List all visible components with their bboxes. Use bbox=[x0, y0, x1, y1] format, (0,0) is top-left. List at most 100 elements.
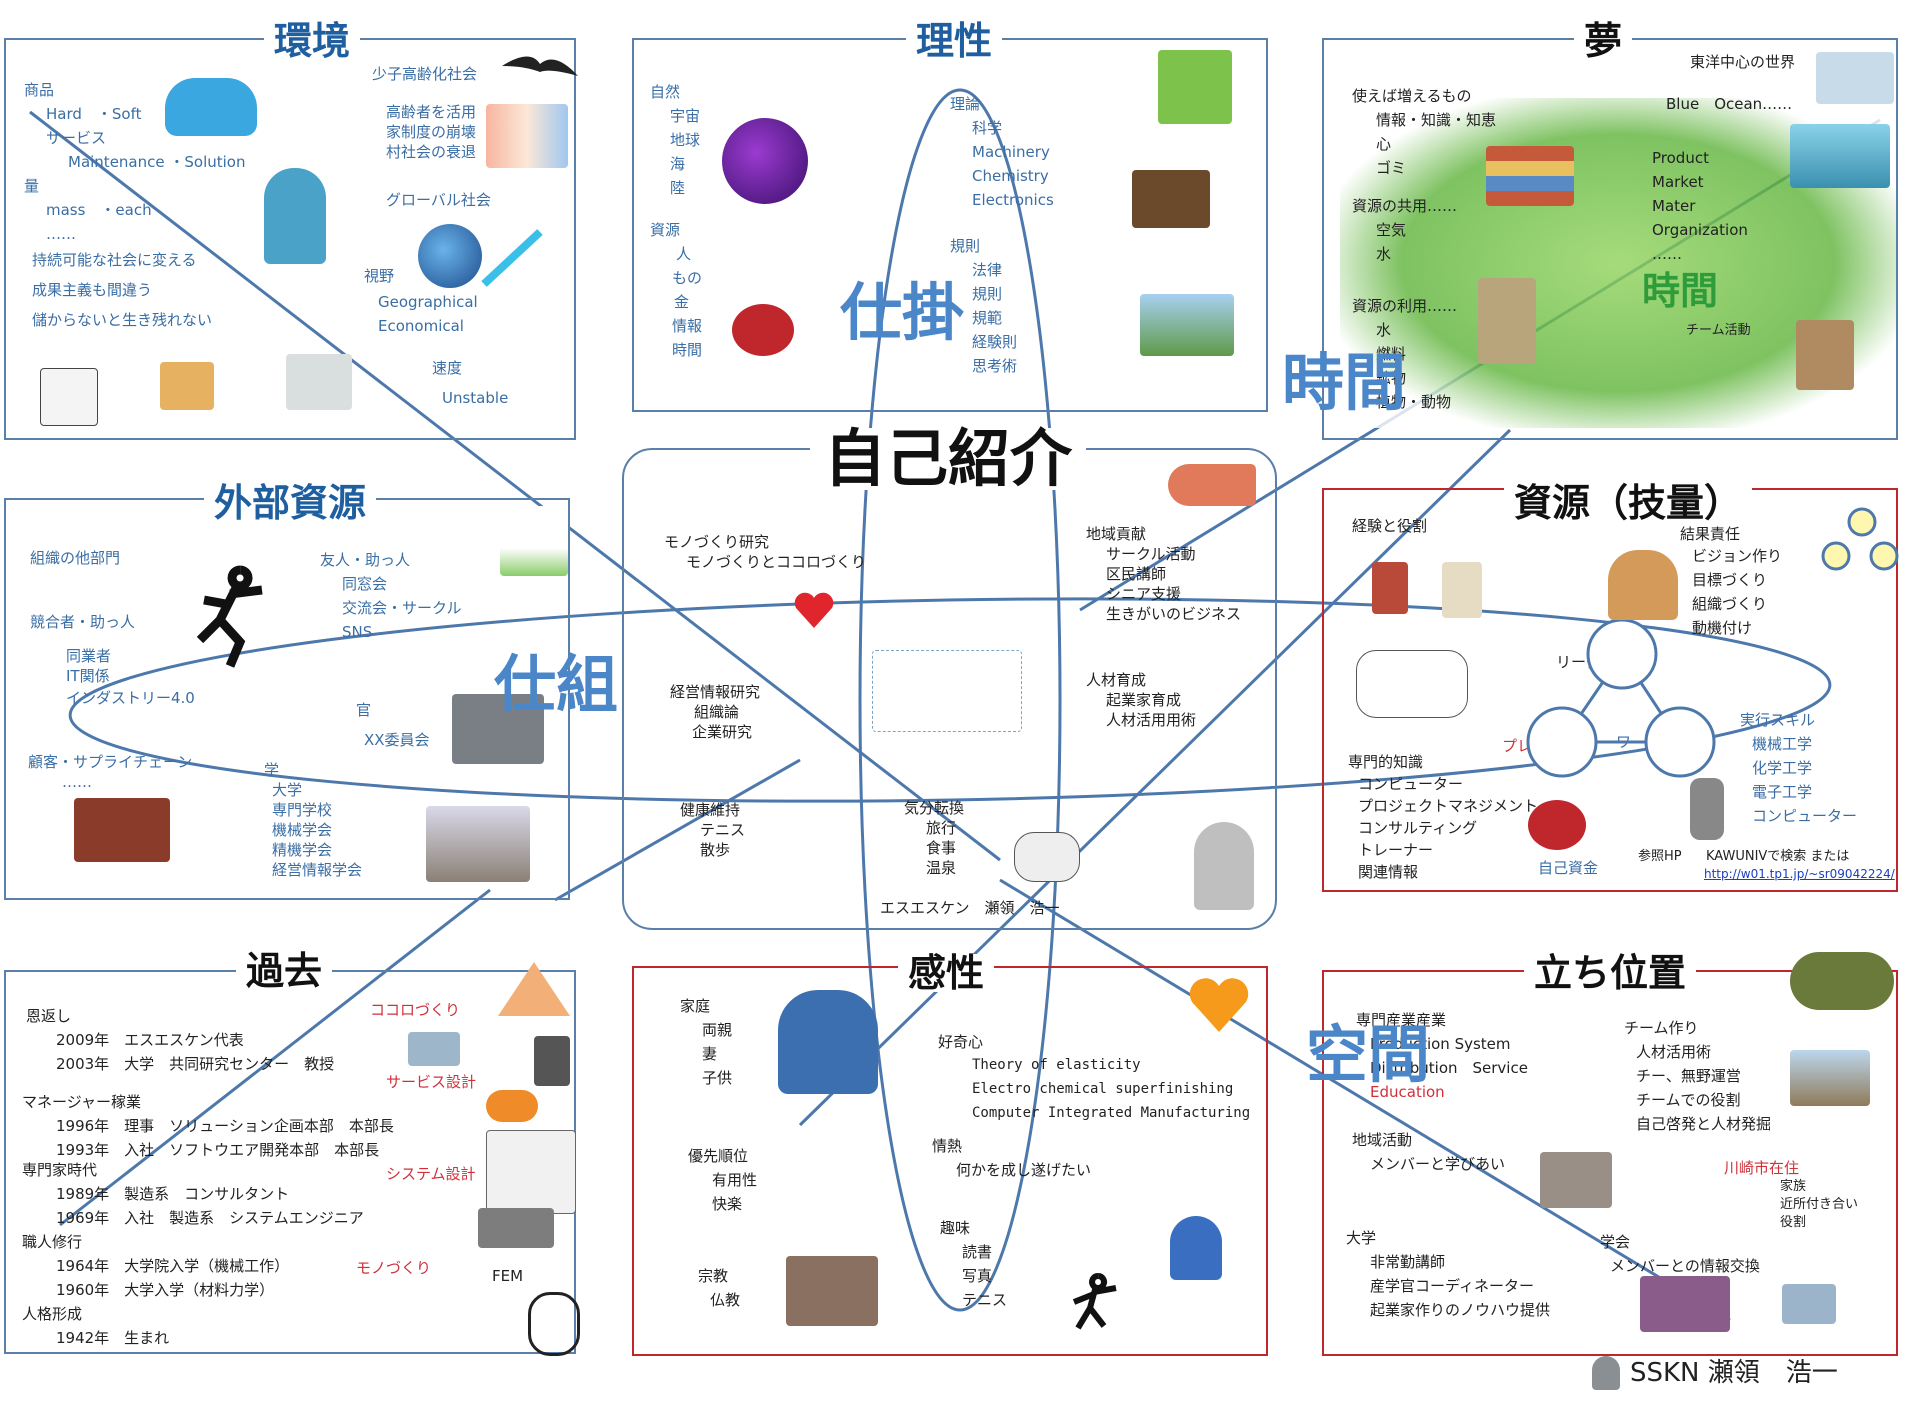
center-kibun-3: 温泉 bbox=[926, 859, 957, 877]
festival-photo-icon bbox=[1640, 1276, 1730, 1332]
kankyo-left-0: 商品 bbox=[24, 81, 55, 99]
yume-item-4: 心 bbox=[1376, 135, 1392, 153]
risei-right-7: 規則 bbox=[972, 285, 1003, 303]
yume-item-16: Mater bbox=[1652, 197, 1696, 215]
yume-item-18: …… bbox=[1652, 245, 1682, 263]
risei-left-6: 人 bbox=[676, 245, 692, 263]
gaibu-item-17: 精機学会 bbox=[272, 841, 333, 859]
yume-item-12: 鉱物 bbox=[1376, 369, 1407, 387]
kankyo-left-6: …… bbox=[46, 225, 76, 243]
kansei-item-13: 趣味 bbox=[940, 1219, 971, 1237]
center-kenko-2: 散歩 bbox=[700, 841, 731, 859]
center-chiiki-1: サークル活動 bbox=[1106, 545, 1196, 563]
center-kibun-0: 気分転換 bbox=[904, 799, 965, 817]
risei-right-6: 法律 bbox=[972, 261, 1003, 279]
kansei-item-17: 宗教 bbox=[698, 1267, 729, 1285]
campus-photo-icon bbox=[1132, 170, 1210, 228]
kako-label-0: ココロづくり bbox=[370, 1001, 461, 1019]
kankyo-left-7: 持続可能な社会に変える bbox=[32, 251, 197, 269]
panel-title-kankyo: 環境 bbox=[264, 22, 361, 60]
kansei-item-8: 情熱 bbox=[932, 1137, 963, 1155]
castle-photo-icon-2 bbox=[1782, 1284, 1836, 1324]
center-title: 自己紹介 bbox=[810, 428, 1087, 490]
kansei-item-4: 好奇心 bbox=[938, 1033, 984, 1051]
heart-icon-orange bbox=[1186, 974, 1252, 1034]
tachi-item-15: 大学 bbox=[1346, 1229, 1377, 1247]
risei-left-5: 資源 bbox=[650, 221, 681, 239]
kansei-item-11: 有用性 bbox=[712, 1171, 758, 1189]
kankyo-right-7: Economical bbox=[378, 317, 464, 335]
gaibu-item-4: SNS bbox=[342, 623, 373, 641]
kankyo-right-0: 少子高齢化社会 bbox=[372, 65, 478, 83]
risei-left-10: 時間 bbox=[672, 341, 703, 359]
panel-title-risei: 理性 bbox=[906, 22, 1003, 60]
tachi-item-8: 自己啓発と人材発掘 bbox=[1636, 1115, 1772, 1133]
presenter-icon bbox=[1194, 822, 1254, 910]
shigen-item-15: 実行スキル bbox=[1740, 711, 1816, 729]
kankyo-right-5: 視野 bbox=[364, 267, 395, 285]
kansei-item-16: テニス bbox=[962, 1291, 1008, 1309]
shigen-item-21: 参照HP bbox=[1638, 849, 1682, 864]
yume-item-3: 情報・知識・知恵 bbox=[1376, 111, 1497, 129]
kankyo-right-3: 村社会の衰退 bbox=[386, 143, 477, 161]
rocket-icon bbox=[480, 228, 544, 288]
kako-item-7: 1989年 製造系 コンサルタント bbox=[56, 1185, 290, 1203]
kankyo-left-3: Maintenance ・Solution bbox=[68, 153, 246, 171]
kansei-item-0: 家庭 bbox=[680, 997, 711, 1015]
kansei-item-15: 写真 bbox=[962, 1267, 993, 1285]
shigen-item-6: リーダー bbox=[1556, 653, 1617, 671]
team-people-icon bbox=[1608, 550, 1678, 620]
flow-diagram-icon bbox=[1356, 650, 1468, 718]
gaibu-item-0: 組織の他部門 bbox=[30, 549, 121, 567]
center-keiei-0: 経営情報研究 bbox=[670, 683, 761, 701]
gaibu-item-10: XX委員会 bbox=[364, 731, 430, 749]
tachi-item-7: チームでの役割 bbox=[1636, 1091, 1741, 1109]
yen-icon-2 bbox=[1528, 800, 1586, 850]
shigen-item-3: 目標づくり bbox=[1692, 571, 1768, 589]
kako-item-12: 人格形成 bbox=[22, 1305, 83, 1323]
homepage-link[interactable]: http://w01.tp1.jp/~sr09042224/ bbox=[1704, 867, 1895, 881]
book-icon-1 bbox=[1372, 562, 1408, 614]
kankyo-left-4: 量 bbox=[24, 177, 40, 195]
center-kenko-1: テニス bbox=[700, 821, 746, 839]
kankyo-left-2: サービス bbox=[46, 129, 107, 147]
gaibu-item-7: IT関係 bbox=[66, 667, 110, 685]
overlay-shikake: 仕掛 bbox=[840, 276, 965, 349]
risei-right-5: 規則 bbox=[950, 237, 981, 255]
yen-icon bbox=[732, 304, 794, 356]
center-kenko-0: 健康維持 bbox=[680, 801, 741, 819]
yume-item-17: Organization bbox=[1652, 221, 1748, 239]
shigen-item-5: 動機付け bbox=[1692, 619, 1753, 637]
person-photo-icon bbox=[534, 1036, 570, 1086]
kankyo-left-1: Hard ・Soft bbox=[46, 105, 142, 123]
panel-title-kansei: 感性 bbox=[898, 954, 995, 992]
risei-right-4: Electronics bbox=[972, 191, 1054, 209]
shigen-item-19: コンピューター bbox=[1752, 807, 1858, 825]
kako-item-9: 職人修行 bbox=[22, 1233, 83, 1251]
shigen-item-0: 経験と役割 bbox=[1352, 517, 1428, 535]
mindmap-image bbox=[872, 650, 1022, 732]
yume-item-11: 燃料 bbox=[1376, 345, 1407, 363]
kansei-item-10: 優先順位 bbox=[688, 1147, 749, 1165]
kankyo-right-4: グローバル社会 bbox=[386, 191, 491, 209]
kako-item-13: 1942年 生まれ bbox=[56, 1329, 170, 1347]
tachi-item-1: Production System bbox=[1370, 1035, 1511, 1053]
gaibu-item-16: 機械学会 bbox=[272, 821, 333, 839]
shigen-item-8: ワーカー bbox=[1616, 733, 1677, 751]
center-jinzai-1: 起業家育成 bbox=[1106, 691, 1182, 709]
panel-title-shigen: 資源（技量） bbox=[1504, 484, 1753, 522]
shigen-item-10: コンピューター bbox=[1358, 775, 1464, 793]
gaibu-item-2: 同窓会 bbox=[342, 575, 388, 593]
castle-photo-icon bbox=[408, 1032, 460, 1066]
bird-icon bbox=[500, 46, 580, 86]
photographer-icon bbox=[264, 168, 326, 264]
nikkan-badge-icon bbox=[528, 1292, 580, 1356]
city-photo-icon bbox=[1540, 1152, 1612, 1208]
kako-item-11: 1960年 大学入学（材料力学） bbox=[56, 1281, 275, 1299]
risei-right-8: 規範 bbox=[972, 309, 1003, 327]
gaibu-item-14: 大学 bbox=[272, 781, 303, 799]
tachi-item-14: 役割 bbox=[1780, 1215, 1807, 1230]
shigen-item-9: 専門的知識 bbox=[1348, 753, 1424, 771]
tachi-item-19: 学会 bbox=[1600, 1233, 1631, 1251]
shigen-item-4: 組織づくり bbox=[1692, 595, 1768, 613]
